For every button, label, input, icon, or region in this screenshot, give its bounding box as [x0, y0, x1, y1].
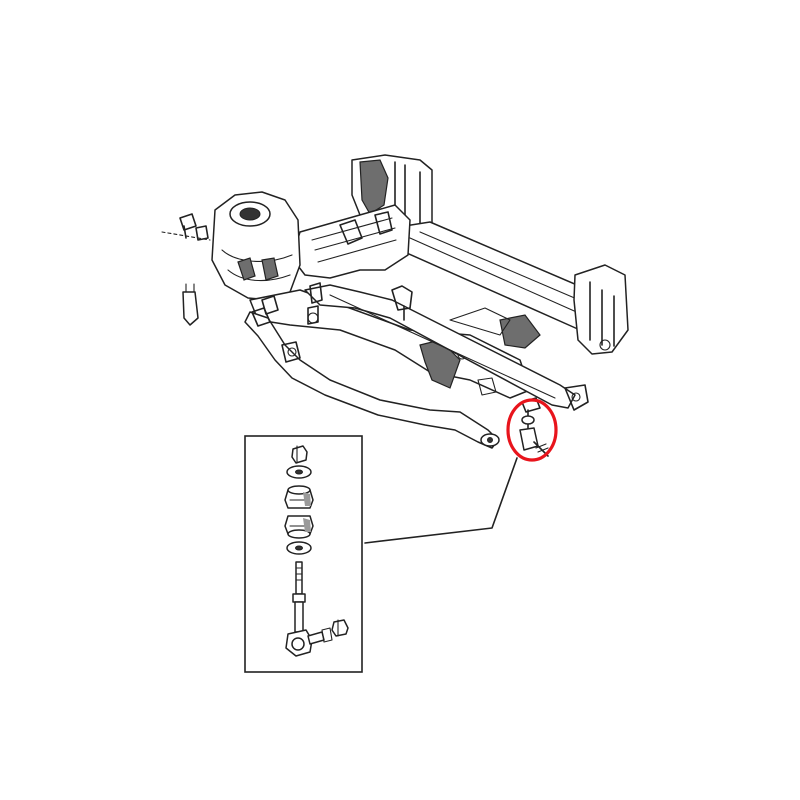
stabilizer-link-installed: [519, 397, 549, 457]
inset-washer-bottom: [286, 541, 312, 555]
vehicle-frame: [161, 154, 629, 449]
inset-detail-panel: [244, 435, 363, 673]
highlight-circle-icon: [506, 398, 558, 462]
inset-ball-joint-nut: [331, 619, 349, 637]
inset-washer-top: [286, 465, 312, 479]
inset-bushing-upper: [284, 485, 314, 509]
inset-link-stud: [292, 561, 306, 633]
inset-bushing-lower: [284, 515, 314, 539]
leader-line-icon: [364, 457, 518, 544]
inset-ball-joint: [285, 627, 333, 657]
inset-nut: [291, 445, 308, 464]
